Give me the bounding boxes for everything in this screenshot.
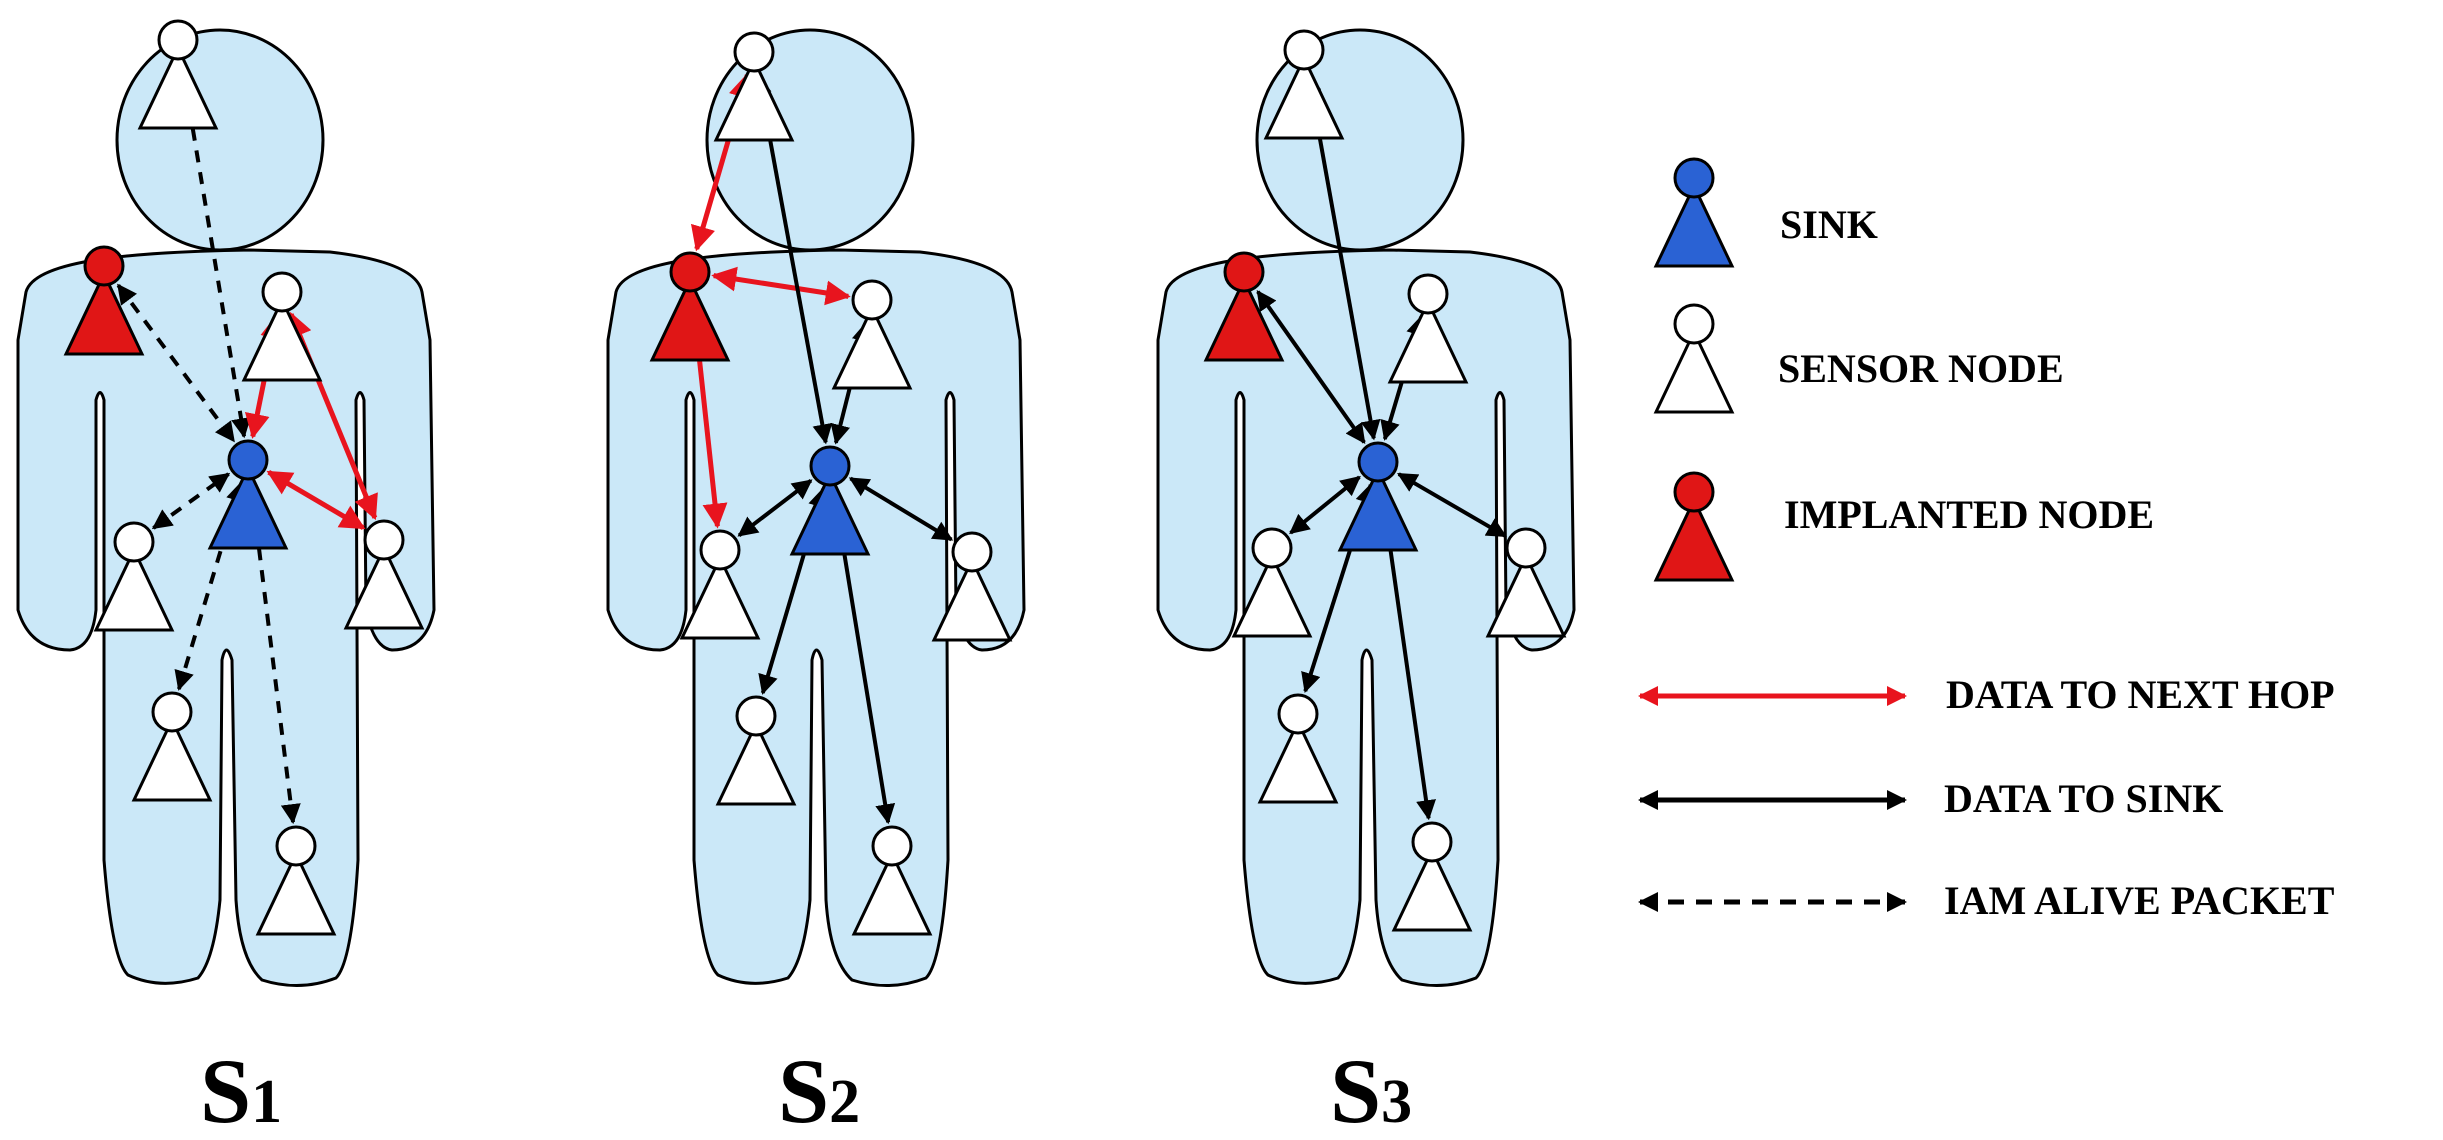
sensor-node-armL bbox=[93, 521, 175, 632]
sink-node-sink bbox=[207, 439, 289, 550]
legend-sink-node bbox=[1653, 157, 1735, 268]
sensor-node-armL bbox=[1231, 527, 1313, 638]
sensor-node-legR bbox=[255, 825, 337, 936]
sensor-node-armR bbox=[931, 531, 1013, 642]
sensor-node-armL bbox=[679, 529, 761, 640]
legend-sensor-label: SENSOR NODE bbox=[1778, 346, 2064, 391]
sink-node-sink bbox=[1337, 441, 1419, 552]
sensor-node-legL bbox=[1257, 693, 1339, 804]
body-head bbox=[1255, 28, 1465, 252]
implanted-node-impl bbox=[1203, 251, 1285, 362]
scenario-label-s1: S1 bbox=[200, 1040, 282, 1140]
link-data-to-next-hop-armR-sink bbox=[266, 470, 366, 530]
sensor-node-chestR bbox=[241, 271, 323, 382]
sensor-node-head bbox=[713, 31, 795, 142]
implanted-node-impl bbox=[63, 245, 145, 356]
legend-sensor-node bbox=[1653, 303, 1735, 414]
sensor-node-legR bbox=[851, 825, 933, 936]
sensor-node-armR bbox=[343, 519, 425, 630]
legend-implanted-icon bbox=[1653, 471, 1735, 582]
sensor-node-legR bbox=[1391, 821, 1473, 932]
sensor-node-head bbox=[1263, 29, 1345, 140]
legend-sensor-icon bbox=[1653, 303, 1735, 414]
legend: SINK SENSOR NODE IMPLANTED NODE DATA TO … bbox=[1638, 157, 2335, 923]
legend-data-to-sink-label: DATA TO SINK bbox=[1944, 776, 2223, 821]
legend-sink-label: SINK bbox=[1780, 202, 1878, 247]
implanted-node-impl bbox=[649, 251, 731, 362]
legend-implanted-node bbox=[1653, 471, 1735, 582]
legend-sink-icon bbox=[1653, 157, 1735, 268]
link-iam-alive-impl-sink bbox=[116, 283, 236, 443]
scenario-s3 bbox=[1156, 28, 1576, 988]
scenario-label-s2: S2 bbox=[778, 1040, 860, 1140]
body-head bbox=[115, 28, 325, 252]
legend-iam-alive-label: IAM ALIVE PACKET bbox=[1944, 878, 2335, 923]
scenario-label-s3: S3 bbox=[1330, 1040, 1412, 1140]
scenario-s1 bbox=[16, 19, 436, 988]
link-data-to-sink-impl-sink bbox=[1256, 289, 1366, 445]
sensor-node-legL bbox=[715, 695, 797, 806]
scenario-s2 bbox=[606, 28, 1026, 988]
sensor-node-armR bbox=[1485, 527, 1567, 638]
sensor-node-chestR bbox=[1387, 273, 1469, 384]
sensor-node-chestR bbox=[831, 279, 913, 390]
sensor-node-legL bbox=[131, 691, 213, 802]
sink-node-sink bbox=[789, 445, 871, 556]
sensor-node-head bbox=[137, 19, 219, 130]
legend-data-to-next-hop-label: DATA TO NEXT HOP bbox=[1946, 672, 2335, 717]
legend-implanted-label: IMPLANTED NODE bbox=[1784, 492, 2154, 537]
